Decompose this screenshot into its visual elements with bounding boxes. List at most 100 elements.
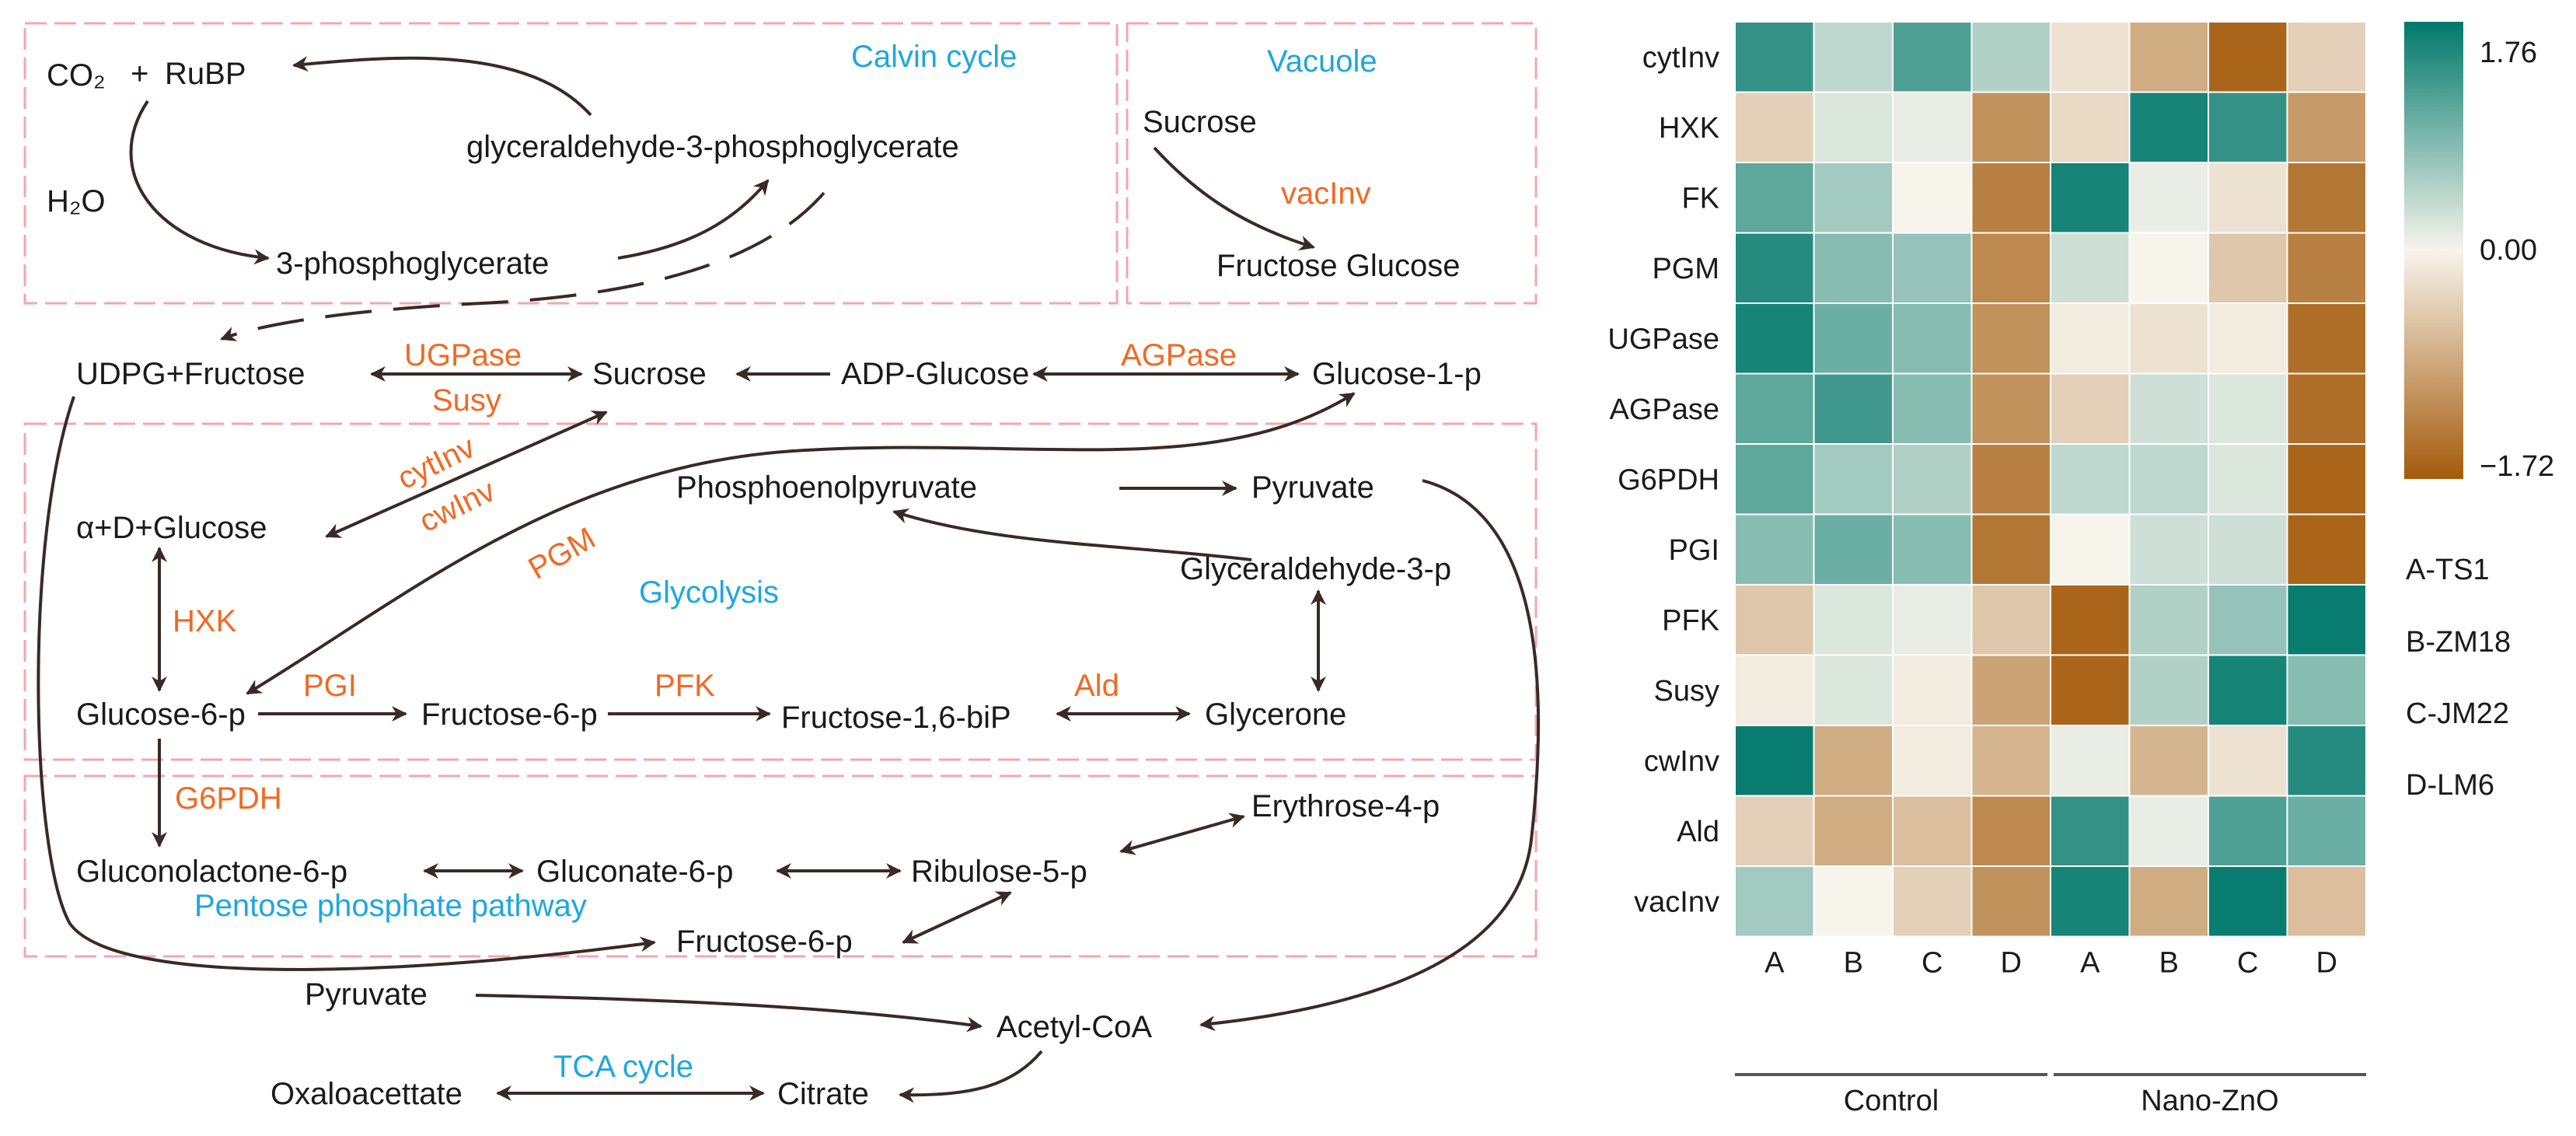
heatmap-cell: [2288, 23, 2365, 92]
sucrose-label: Sucrose: [592, 357, 707, 391]
heatmap-cells: [1736, 23, 2365, 936]
heatmap-cell: [1814, 867, 1892, 936]
heatmap-row-labels: cytInvHXKFKPGMUGPaseAGPaseG6PDHPGIPFKSus…: [1607, 41, 1719, 918]
heatmap-cell: [1894, 23, 1971, 92]
heatmap-cell: [1736, 867, 1813, 936]
calvin-cycle-box: [23, 22, 1119, 305]
heatmap-column-label: A: [1764, 947, 1785, 980]
colorbar-min-label: −1.72: [2480, 450, 2554, 483]
arrow-pyruvate-loop-to-acetylcoa: [1199, 479, 1541, 1032]
heatmap-row-label: PGI: [1669, 534, 1719, 567]
heatmap-cell: [2051, 23, 2129, 92]
udpg-fructose-label: UDPG+Fructose: [76, 357, 305, 391]
heatmap-cell: [2209, 796, 2287, 865]
heatmap-row-label: AGPase: [1609, 393, 1719, 426]
plus-label: +: [131, 57, 148, 91]
arrow-3pg-to-g3pg: [617, 179, 770, 260]
arrow-glyceraldehyde-to-pep: [892, 509, 1252, 561]
arrow-ribulose-erythrose: [1119, 813, 1245, 855]
heatmap-cell: [2051, 655, 2129, 725]
ugpase-enzyme: UGPase: [404, 338, 522, 372]
heatmap-cell: [1736, 374, 1813, 443]
heatmap-cell: [1972, 445, 2050, 514]
adp-glucose-label: ADP-Glucose: [841, 357, 1029, 391]
heatmap-cell: [2209, 233, 2287, 302]
heatmap-column-label: C: [2237, 947, 2258, 980]
glucose-1p-label: Glucose-1-p: [1312, 357, 1482, 391]
heatmap-cell: [2130, 445, 2208, 514]
heatmap-cell: [1736, 726, 1813, 795]
heatmap-cell: [1894, 726, 1971, 795]
heatmap-cell: [1894, 304, 1971, 373]
heatmap-cell: [2051, 867, 2129, 936]
pyruvate-lower-label: Pyruvate: [305, 977, 428, 1012]
legend-c: C-JM22: [2406, 697, 2509, 730]
citrate-label: Citrate: [777, 1077, 869, 1111]
acetyl-coa-label: Acetyl-CoA: [997, 1010, 1152, 1044]
heatmap-cell: [2209, 585, 2287, 655]
heatmap-cell: [2288, 655, 2365, 725]
fructose-16-bip-label: Fructose-1,6-biP: [781, 701, 1011, 735]
heatmap-cell: [1736, 515, 1813, 584]
heatmap-cell: [2130, 726, 2208, 795]
heatmap-cell: [1736, 93, 1813, 162]
susy-enzyme: Susy: [432, 383, 501, 418]
heatmap-cell: [1814, 726, 1892, 795]
heatmap-cell: [2288, 93, 2365, 162]
heatmap-cell: [1972, 655, 2050, 725]
heatmap-cell: [2209, 655, 2287, 725]
colorbar: [2404, 22, 2463, 479]
heatmap-cell: [1736, 445, 1813, 514]
heatmap-cell: [2130, 93, 2208, 162]
heatmap-cell: [1894, 374, 1971, 443]
vacuole-box: [1126, 22, 1538, 305]
colorbar-max-label: 1.76: [2480, 37, 2537, 69]
heatmap-column-label: D: [2001, 947, 2022, 980]
arrow-acetylcoa-to-citrate: [899, 1050, 1043, 1103]
heatmap-cell: [2051, 163, 2129, 232]
heatmap-cell: [1814, 585, 1892, 655]
heatmap-cell: [1972, 726, 2050, 795]
fructose-glucose-label: Fructose Glucose: [1216, 249, 1460, 283]
heatmap-cell: [1894, 233, 1971, 302]
heatmap-cell: [1972, 93, 2050, 162]
heatmap-cell: [1814, 374, 1892, 443]
heatmap-cell: [1972, 585, 2050, 655]
heatmap-cell: [1736, 163, 1813, 232]
heatmap-cell: [2130, 374, 2208, 443]
g3pg-label: glyceraldehyde-3-phosphoglycerate: [466, 130, 959, 164]
oxaloacetate-label: Oxaloacettate: [271, 1077, 462, 1111]
heatmap-cell: [1972, 796, 2050, 865]
heatmap-row-label: UGPase: [1607, 323, 1719, 355]
heatmap-column-label: B: [2159, 947, 2179, 980]
heatmap-cell: [2130, 585, 2208, 655]
heatmap-cell: [1894, 585, 1971, 655]
heatmap-cell: [1814, 233, 1892, 302]
glucose-6p-label: Glucose-6-p: [76, 697, 246, 732]
heatmap-cell: [1972, 23, 2050, 92]
heatmap-cell: [1814, 796, 1892, 865]
heatmap-cell: [2288, 233, 2365, 302]
heatmap-cell: [1972, 374, 2050, 443]
heatmap-column-label: D: [2316, 947, 2337, 980]
heatmap-cell: [2130, 23, 2208, 92]
alpha-d-glucose-label: α+D+Glucose: [76, 511, 267, 545]
heatmap-cell: [2209, 374, 2287, 443]
heatmap-cell: [1736, 23, 1813, 92]
heatmap-row-label: G6PDH: [1618, 463, 1719, 496]
hxk-enzyme: HXK: [173, 604, 237, 638]
heatmap-cell: [2209, 867, 2287, 936]
reaction-arrows: [37, 56, 1541, 1103]
heatmap-cell: [2288, 585, 2365, 655]
ppp-box: [23, 774, 1538, 958]
pep-label: Phosphoenolpyruvate: [676, 470, 977, 505]
g6pdh-enzyme: G6PDH: [175, 781, 282, 816]
heatmap-cell: [2051, 515, 2129, 584]
heatmap-cell: [2051, 796, 2129, 865]
heatmap-cell: [2051, 374, 2129, 443]
heatmap-cell: [1736, 233, 1813, 302]
heatmap-cell: [2209, 23, 2287, 92]
legend-d: D-LM6: [2406, 769, 2494, 802]
